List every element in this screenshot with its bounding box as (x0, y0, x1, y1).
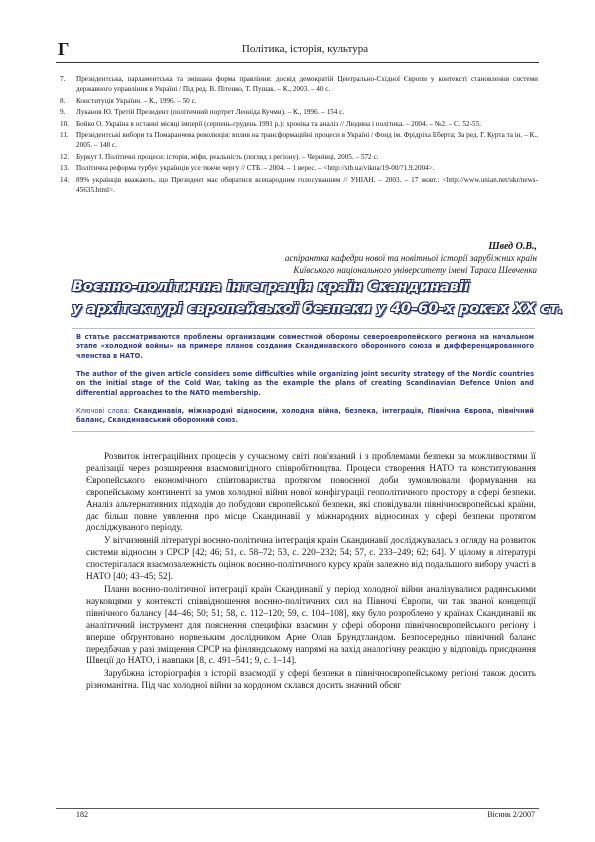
reference-list: 7. Президентська, парламентська та зміша… (60, 74, 538, 197)
abstract-bottom-rule (72, 431, 535, 432)
body-paragraph: Плани воєнно-політичної інтеграції країн… (86, 584, 536, 667)
reference-number: 7. (60, 75, 66, 83)
author-name: Швед О.В., (488, 241, 537, 252)
reference-item: 14. 89% українців вважають, що Президент… (60, 175, 538, 195)
running-header: Політика, історія, культура (241, 43, 369, 55)
body-paragraph: Розвиток інтеграційних процесів у сучасн… (86, 452, 536, 534)
author-affiliation: Київського національного університету ім… (293, 264, 537, 275)
article-title-line-1: Воєнно-політична інтеграція країн Сканди… (72, 279, 469, 295)
page-number: 182 (76, 810, 88, 819)
reference-text: Президентські вибори та Помаранчева рево… (76, 131, 539, 150)
abstract-russian: В статье рассматриваются проблемы органи… (76, 333, 534, 360)
author-block: Швед О.В., аспірантка кафедри нової та н… (285, 240, 537, 276)
keywords-text: Скандинавія, міжнародні відносини, холод… (76, 407, 534, 425)
reference-number: 10. (60, 119, 69, 128)
reference-text: Буркут І. Політичні процеси: історія, мі… (76, 152, 379, 161)
body-paragraph: Зарубіжна історіографія з історії взаємо… (86, 669, 536, 692)
reference-item: 9. Луканов Ю. Третій Президент (політичн… (60, 107, 538, 117)
article-body: Розвиток інтеграційних процесів у сучасн… (86, 452, 536, 694)
reference-number: 13. (60, 164, 69, 173)
reference-item: 11. Президентські вибори та Помаранчева … (60, 130, 538, 150)
reference-text: Конституція України. – К., 1996. – 50 с. (76, 96, 197, 105)
header-mark: Г (58, 39, 70, 59)
reference-item: 7. Президентська, парламентська та зміша… (60, 74, 538, 94)
reference-text: Бойко О. Україна в останні місяці імпері… (76, 119, 481, 128)
article-title: Воєнно-політична інтеграція країн Сканди… (72, 276, 564, 320)
reference-item: 13. Політична реформа турбує українців у… (60, 163, 538, 173)
reference-item: 12. Буркут І. Політичні процеси: історія… (60, 152, 538, 162)
reference-text: Луканов Ю. Третій Президент (політичний … (76, 108, 345, 117)
keywords-label: Ключові слова: (76, 407, 130, 415)
reference-number: 14. (60, 175, 69, 184)
reference-text: Політична реформа турбує українців усе т… (76, 164, 435, 173)
footer-rule (56, 808, 539, 809)
reference-text: Президентська, парламентська та змішана … (76, 75, 538, 94)
reference-number: 9. (60, 108, 66, 117)
keywords: Ключові слова: Скандинавія, міжнародні в… (76, 407, 534, 426)
body-paragraph: У вітчизняній літературі воєнно-політичн… (86, 536, 536, 583)
reference-item: 10. Бойко О. Україна в останні місяці ім… (60, 119, 538, 129)
reference-number: 8. (60, 96, 66, 105)
author-position: аспірантка кафедри нової та новітньої іс… (284, 253, 537, 263)
reference-number: 11. (60, 131, 69, 140)
reference-text: 89% українців вважають, що Президент має… (76, 175, 538, 195)
reference-item: 8. Конституція України. – К., 1996. – 50… (60, 96, 538, 106)
reference-number: 12. (60, 152, 69, 161)
abstract-top-rule (72, 328, 535, 329)
journal-name: Вісник 2/2007 (487, 810, 535, 819)
article-title-line-2: у архітектурі європейської безпеки у 40–… (72, 301, 564, 317)
abstract-english: The author of the given article consider… (76, 370, 534, 397)
header-rule (56, 62, 539, 63)
